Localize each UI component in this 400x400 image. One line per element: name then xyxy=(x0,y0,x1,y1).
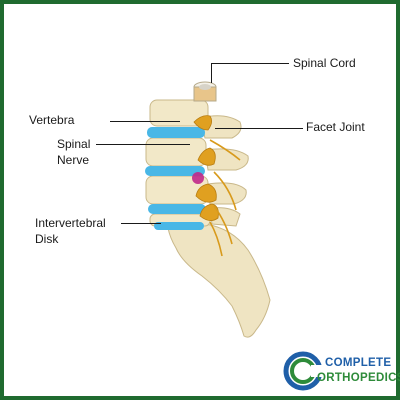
label-facet-joint: Facet Joint xyxy=(306,120,365,134)
leader-disk xyxy=(121,223,161,224)
sacrum xyxy=(167,223,271,338)
inflamed-nerve-root xyxy=(192,172,204,184)
spinal-cord xyxy=(193,81,217,102)
leader-spinal-cord-drop xyxy=(211,63,212,83)
label-spinal-nerve-line1: Spinal xyxy=(57,137,91,151)
label-disk-line2: Disk xyxy=(35,232,59,246)
complete-orthopedics-logo: COMPLETE ORTHOPEDICS xyxy=(283,351,400,391)
leader-facet-joint xyxy=(215,128,303,129)
leader-vertebra xyxy=(110,121,180,122)
nerve-branches xyxy=(209,139,241,257)
spinal-nerves xyxy=(193,115,219,221)
label-disk-line1: Intervertebral xyxy=(35,216,106,230)
label-vertebra: Vertebra xyxy=(29,113,75,127)
label-spinal-nerve-line2: Nerve xyxy=(57,153,90,167)
logo-mark-icon xyxy=(283,351,323,391)
logo-line2: ORTHOPEDICS xyxy=(317,372,400,384)
label-spinal-cord: Spinal Cord xyxy=(293,56,356,70)
intervertebral-disks xyxy=(145,127,206,230)
logo-line1: COMPLETE xyxy=(325,357,392,369)
leader-spinal-cord xyxy=(211,63,289,64)
leader-spinal-nerve xyxy=(96,144,190,145)
